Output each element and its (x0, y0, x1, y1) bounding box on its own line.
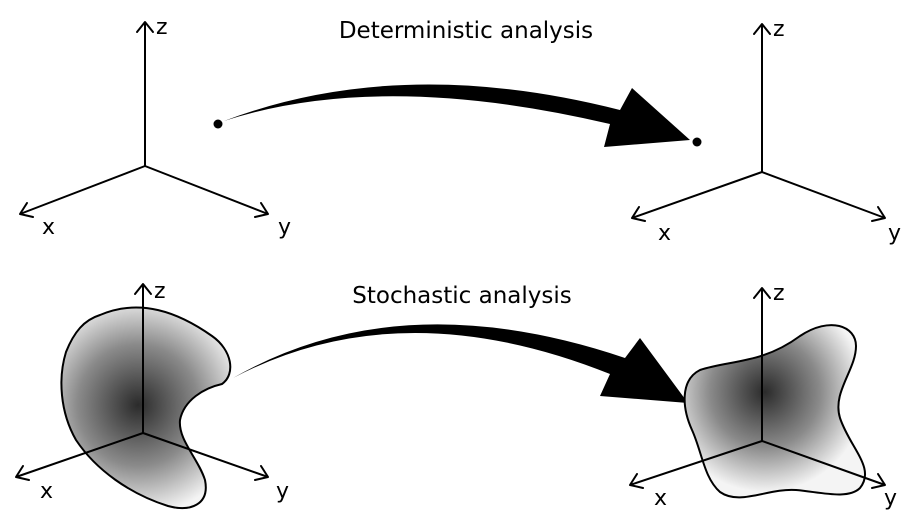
deterministic-output-z-label: z (773, 17, 785, 42)
deterministic-title: Deterministic analysis (339, 18, 593, 44)
deterministic-output-axes: z x y (631, 17, 901, 246)
stochastic-output-y-label: y (884, 486, 897, 511)
deterministic-input-y-label: y (278, 215, 291, 240)
deterministic-output-x-label: x (658, 221, 671, 246)
stochastic-title: Stochastic analysis (352, 283, 571, 309)
deterministic-arrow (224, 84, 690, 147)
deterministic-input-axes: z x y (19, 15, 291, 240)
stochastic-input-x-label: x (40, 479, 53, 504)
stochastic-output-axes: z x y (629, 281, 897, 511)
deterministic-input-point (213, 119, 223, 129)
stochastic-output-z-label: z (773, 281, 785, 306)
deterministic-output-point (692, 137, 702, 147)
stochastic-arrow (233, 324, 688, 403)
deterministic-input-z-label: z (156, 15, 168, 40)
deterministic-output-y-label: y (888, 221, 901, 246)
stochastic-output-x-label: x (654, 486, 667, 511)
stochastic-input-y-label: y (276, 479, 289, 504)
stochastic-output-region (683, 324, 867, 499)
stochastic-input-z-label: z (154, 279, 166, 304)
deterministic-input-x-label: x (42, 215, 55, 240)
stochastic-input-region (60, 306, 232, 510)
stochastic-input-axes: z x y (15, 279, 289, 504)
